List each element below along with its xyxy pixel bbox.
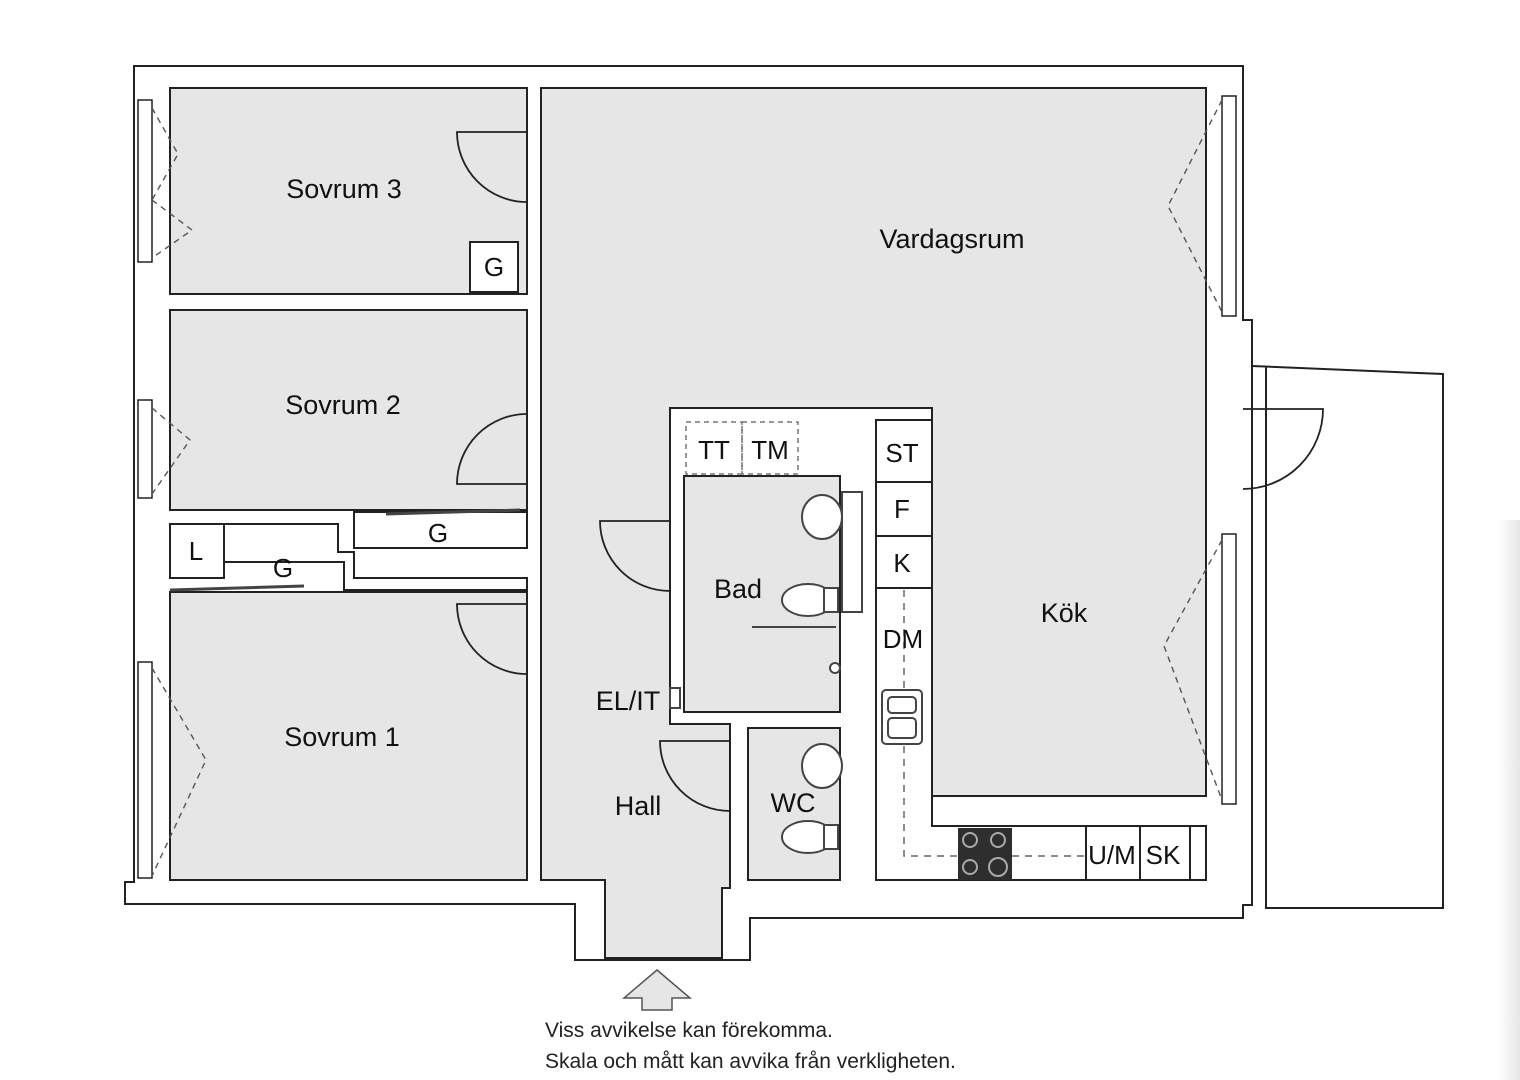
window-swing-dashes bbox=[151, 99, 1223, 877]
windows bbox=[137, 95, 1237, 879]
sovrum-3-floor bbox=[169, 87, 528, 295]
bathroom-fixtures bbox=[669, 491, 863, 854]
label-f: F bbox=[894, 494, 910, 524]
linen-closet bbox=[169, 523, 225, 579]
label-vardagsrum: Vardagsrum bbox=[879, 224, 1024, 254]
label-k: K bbox=[893, 548, 911, 578]
label-g-sovrum2: G bbox=[428, 518, 448, 548]
swing-doors bbox=[456, 131, 1324, 812]
entrance-arrow bbox=[621, 969, 693, 1011]
wardrobe-sovrum3 bbox=[469, 241, 519, 293]
kitchen-sink bbox=[881, 689, 923, 745]
counter-dashes bbox=[903, 590, 1084, 857]
label-st: ST bbox=[885, 438, 918, 468]
disclaimer-line-2: Skala och mått kan avvika från verklighe… bbox=[545, 1050, 956, 1073]
label-bad: Bad bbox=[714, 574, 762, 604]
stove-top bbox=[958, 828, 1012, 880]
laundry-row bbox=[685, 421, 799, 475]
label-sovrum-3: Sovrum 3 bbox=[286, 174, 402, 204]
closets bbox=[169, 241, 528, 591]
wardrobe-sovrum2 bbox=[353, 511, 528, 549]
label-g-hall: G bbox=[273, 553, 293, 583]
label-tt: TT bbox=[698, 435, 730, 465]
hall-wardrobe bbox=[223, 523, 528, 591]
label-sovrum-1: Sovrum 1 bbox=[284, 722, 400, 752]
label-dm: DM bbox=[883, 624, 923, 654]
label-tm: TM bbox=[751, 435, 789, 465]
disclaimer-line-1: Viss avvikelse kan förekomma. bbox=[545, 1019, 833, 1042]
label-sk: SK bbox=[1146, 840, 1181, 870]
label-um: U/M bbox=[1088, 840, 1136, 870]
label-g-sovrum3: G bbox=[484, 252, 504, 282]
page-edge-shadow bbox=[1498, 520, 1520, 1080]
room-labels: Sovrum 3 Sovrum 2 Sovrum 1 Vardagsrum Ba… bbox=[284, 174, 1088, 821]
sovrum-2-floor bbox=[169, 309, 528, 511]
label-sovrum-2: Sovrum 2 bbox=[285, 390, 401, 420]
disclaimer: Viss avvikelse kan förekomma. Skala och … bbox=[545, 1015, 956, 1077]
label-el-it: EL/IT bbox=[596, 686, 661, 716]
label-hall: Hall bbox=[615, 791, 662, 821]
fixture-labels: G G G L TT TM ST F K DM U/M SK bbox=[189, 252, 1181, 870]
sliding-doors bbox=[169, 508, 521, 592]
balcony bbox=[1251, 365, 1444, 909]
label-kok: Kök bbox=[1041, 598, 1088, 628]
kitchen-counter bbox=[875, 419, 1207, 881]
label-linen: L bbox=[189, 536, 203, 566]
label-wc: WC bbox=[771, 788, 816, 818]
